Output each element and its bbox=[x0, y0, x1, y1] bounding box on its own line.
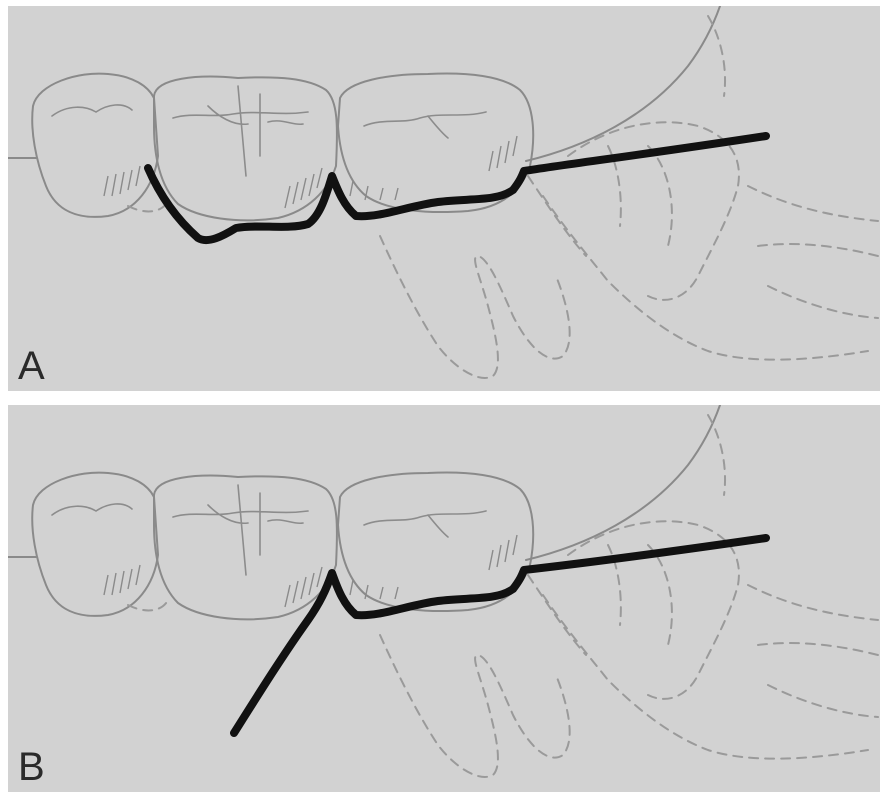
tooth-first-molar bbox=[154, 476, 337, 620]
ramus-contour bbox=[526, 405, 720, 560]
panel-b: B bbox=[8, 405, 880, 792]
panel-b-drawing bbox=[8, 405, 880, 792]
incision-line-b bbox=[234, 538, 766, 733]
ramus-contour bbox=[526, 6, 720, 161]
panel-a: A bbox=[8, 6, 880, 391]
incision-line-a bbox=[148, 136, 766, 240]
panel-label-a: A bbox=[18, 346, 45, 386]
tooth-premolar bbox=[32, 74, 158, 217]
tooth-first-molar bbox=[154, 77, 337, 221]
panel-label-b: B bbox=[18, 747, 45, 787]
tooth-premolar bbox=[32, 473, 158, 616]
panel-a-drawing bbox=[8, 6, 880, 391]
